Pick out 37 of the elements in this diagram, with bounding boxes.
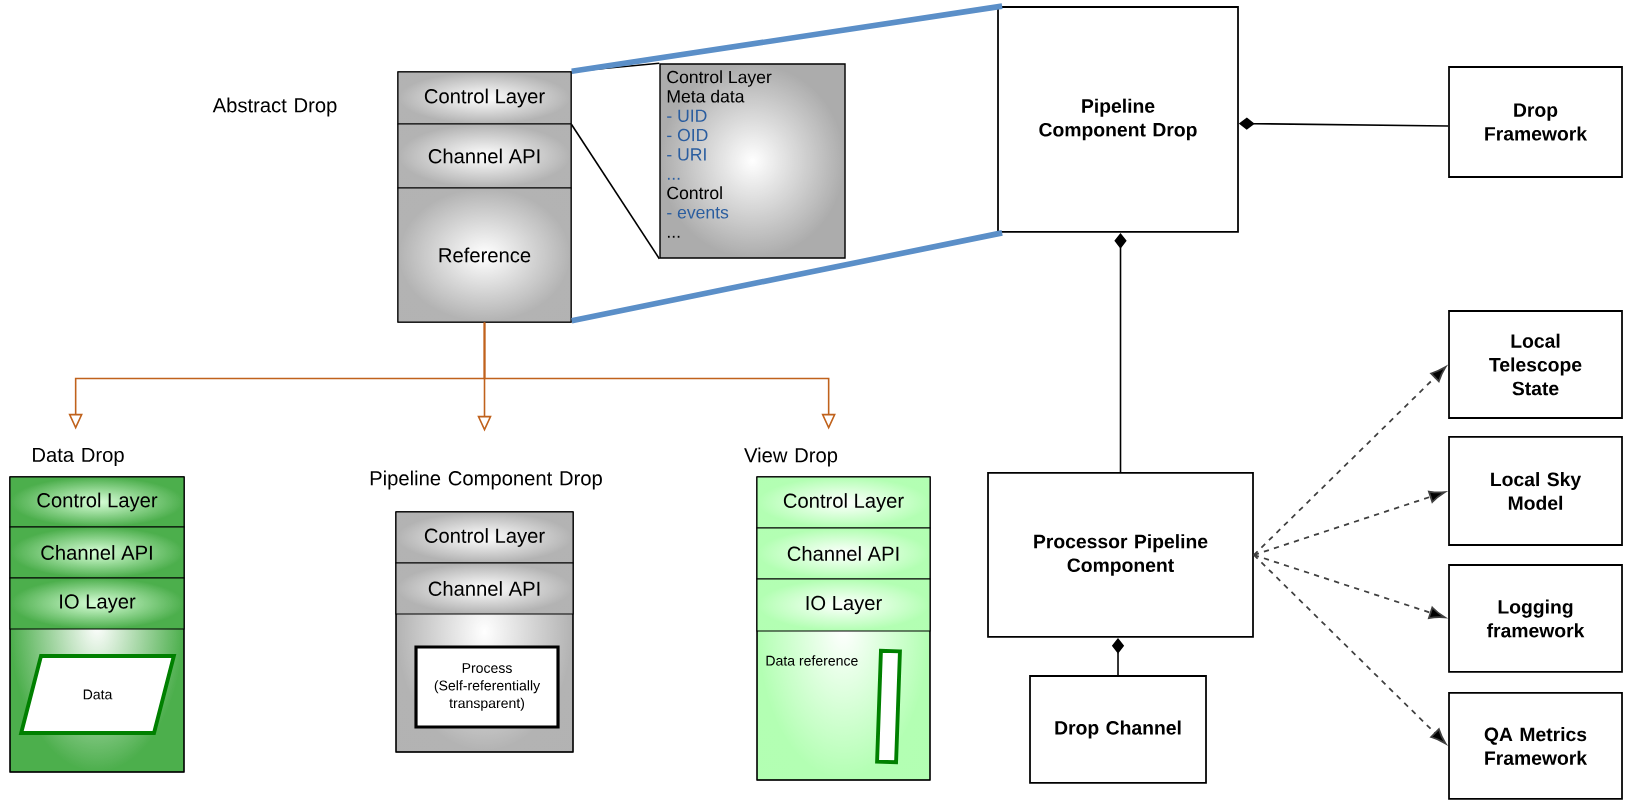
connector-line	[571, 3, 1003, 75]
layer-box: Channel API	[397, 123, 572, 189]
layer-box: Control Layer	[397, 71, 572, 125]
drop-stack	[9, 447, 185, 773]
layer-box: IO Layer	[756, 578, 931, 632]
layer-box: Channel API	[395, 562, 574, 615]
layer-box: Channel API	[9, 526, 185, 579]
connector-line	[570, 123, 661, 260]
component-box: Processor Pipeline Component	[987, 472, 1254, 638]
bar-shape	[875, 648, 902, 765]
layer-box: Control Layer	[9, 476, 185, 528]
component-box: Logging framework	[1448, 564, 1623, 673]
layer-box: IO Layer	[9, 577, 185, 630]
arrow	[1253, 490, 1446, 556]
component-box: Drop Channel	[1029, 675, 1207, 784]
layer-box: Reference	[397, 187, 572, 323]
arrow	[1253, 366, 1447, 556]
arrow	[1253, 554, 1446, 619]
callout-box: Control Layer Meta data - UID - OID - URI ... Control - events ...	[659, 63, 846, 259]
connector-line	[571, 230, 1003, 324]
stack-heading: Data Drop	[33, 447, 124, 467]
layer-box: Control Layer	[756, 476, 931, 529]
section-label: Data reference	[766, 655, 858, 666]
drop-stack	[370, 470, 602, 753]
stack-heading: Abstract Drop	[212, 97, 337, 117]
stack-heading: Pipeline Component Drop	[370, 470, 602, 490]
component-box: QA Metrics Framework	[1448, 692, 1623, 800]
layer-box: Control Layer	[395, 511, 574, 564]
stack-heading: View Drop	[744, 447, 838, 467]
arrow	[1253, 554, 1447, 745]
component-box: Local Telescope State	[1448, 310, 1623, 419]
layer-box: Channel API	[756, 527, 931, 580]
drop-stack	[744, 447, 931, 781]
component-box: Pipeline Component Drop	[997, 6, 1239, 233]
process-box: Process (Self-referentially transparent)	[414, 645, 560, 729]
component-box: Local Sky Model	[1448, 436, 1623, 546]
component-box: Drop Framework	[1448, 66, 1623, 178]
